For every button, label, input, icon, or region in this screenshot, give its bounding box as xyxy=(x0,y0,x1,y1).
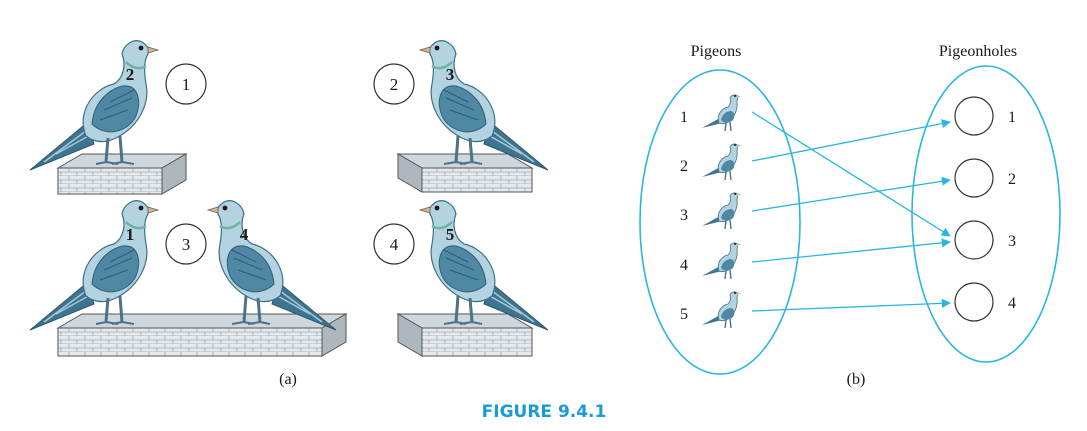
perch-4 xyxy=(396,313,534,357)
part-b-label: (b) xyxy=(847,371,866,388)
pigeon-item-1-label: 1 xyxy=(680,109,688,126)
pigeon-small-1-icon xyxy=(701,94,742,132)
pigeon-2-icon xyxy=(28,39,160,172)
pigeonhole-2: 2 xyxy=(373,63,415,105)
arrow-pigeon-3-to-hole-2 xyxy=(751,176,951,212)
pigeonhole-item-4-label: 4 xyxy=(1008,295,1016,312)
pigeon-item-4: 4 xyxy=(680,242,742,280)
pigeon-4-icon xyxy=(206,199,338,332)
pigeon-small-3-icon xyxy=(701,192,742,230)
mapping-arrows xyxy=(751,111,951,312)
pigeon-5-icon xyxy=(418,199,550,332)
pigeonhole-item-2: 2 xyxy=(954,158,1016,198)
pigeon-item-5: 5 xyxy=(680,291,742,329)
pigeonhole-4: 4 xyxy=(373,223,415,265)
pigeon-1-icon xyxy=(28,199,160,332)
pigeonhole-item-3: 3 xyxy=(954,220,1016,260)
pigeon-item-2: 2 xyxy=(680,143,742,181)
pigeon-number-5: 5 xyxy=(446,225,455,244)
pigeonhole-1-label: 1 xyxy=(182,75,191,94)
pigeonhole-4-label: 4 xyxy=(390,235,399,254)
pigeon-small-2-icon xyxy=(701,143,742,181)
arrow-pigeon-4-to-hole-3 xyxy=(751,238,951,263)
pigeon-item-4-label: 4 xyxy=(680,257,688,274)
part-a-label: (a) xyxy=(279,371,297,388)
pigeonhole-item-1-label: 1 xyxy=(1008,109,1016,126)
pigeon-item-1: 1 xyxy=(680,94,742,132)
figure-caption: FIGURE 9.4.1 xyxy=(482,402,607,422)
pigeonhole-item-1: 1 xyxy=(954,96,1016,136)
pigeon-item-5-label: 5 xyxy=(680,306,688,323)
pigeon-number-4: 4 xyxy=(240,225,249,244)
arrow-pigeon-1-to-hole-3 xyxy=(751,111,951,237)
pigeon-number-1: 1 xyxy=(126,225,135,244)
pigeonhole-2-label: 2 xyxy=(390,75,399,94)
part-b-mapping-diagram: Pigeons Pigeonholes 1 2 3 4 5 1 xyxy=(639,43,1061,388)
pigeon-item-2-label: 2 xyxy=(680,158,688,175)
perch-3 xyxy=(56,313,348,357)
pigeonhole-3: 3 xyxy=(165,223,207,265)
pigeonhole-item-4: 4 xyxy=(954,282,1016,322)
pigeons-set-ellipse xyxy=(639,69,801,375)
arrow-pigeon-2-to-hole-1 xyxy=(751,119,951,162)
pigeon-item-3-label: 3 xyxy=(680,207,688,224)
pigeonhole-3-label: 3 xyxy=(182,235,191,254)
pigeon-small-5-icon xyxy=(701,291,742,329)
pigeon-3-icon xyxy=(418,39,550,172)
pigeons-heading: Pigeons xyxy=(691,43,742,60)
perch-2 xyxy=(396,153,534,193)
pigeon-item-3: 3 xyxy=(680,192,742,230)
arrow-pigeon-5-to-hole-4 xyxy=(751,298,951,312)
part-a-pigeons-on-perches: 2 3 1 4 5 1 2 3 4 (a) xyxy=(28,39,550,388)
pigeon-number-3: 3 xyxy=(446,65,455,84)
pigeonhole-1: 1 xyxy=(165,63,207,105)
pigeonholes-set-ellipse xyxy=(911,65,1061,363)
pigeon-small-4-icon xyxy=(701,242,742,280)
perch-1 xyxy=(56,153,188,195)
pigeonholes-heading: Pigeonholes xyxy=(939,43,1017,60)
pigeonhole-item-3-label: 3 xyxy=(1008,233,1016,250)
pigeon-number-2: 2 xyxy=(126,65,135,84)
pigeonhole-item-2-label: 2 xyxy=(1008,171,1016,188)
